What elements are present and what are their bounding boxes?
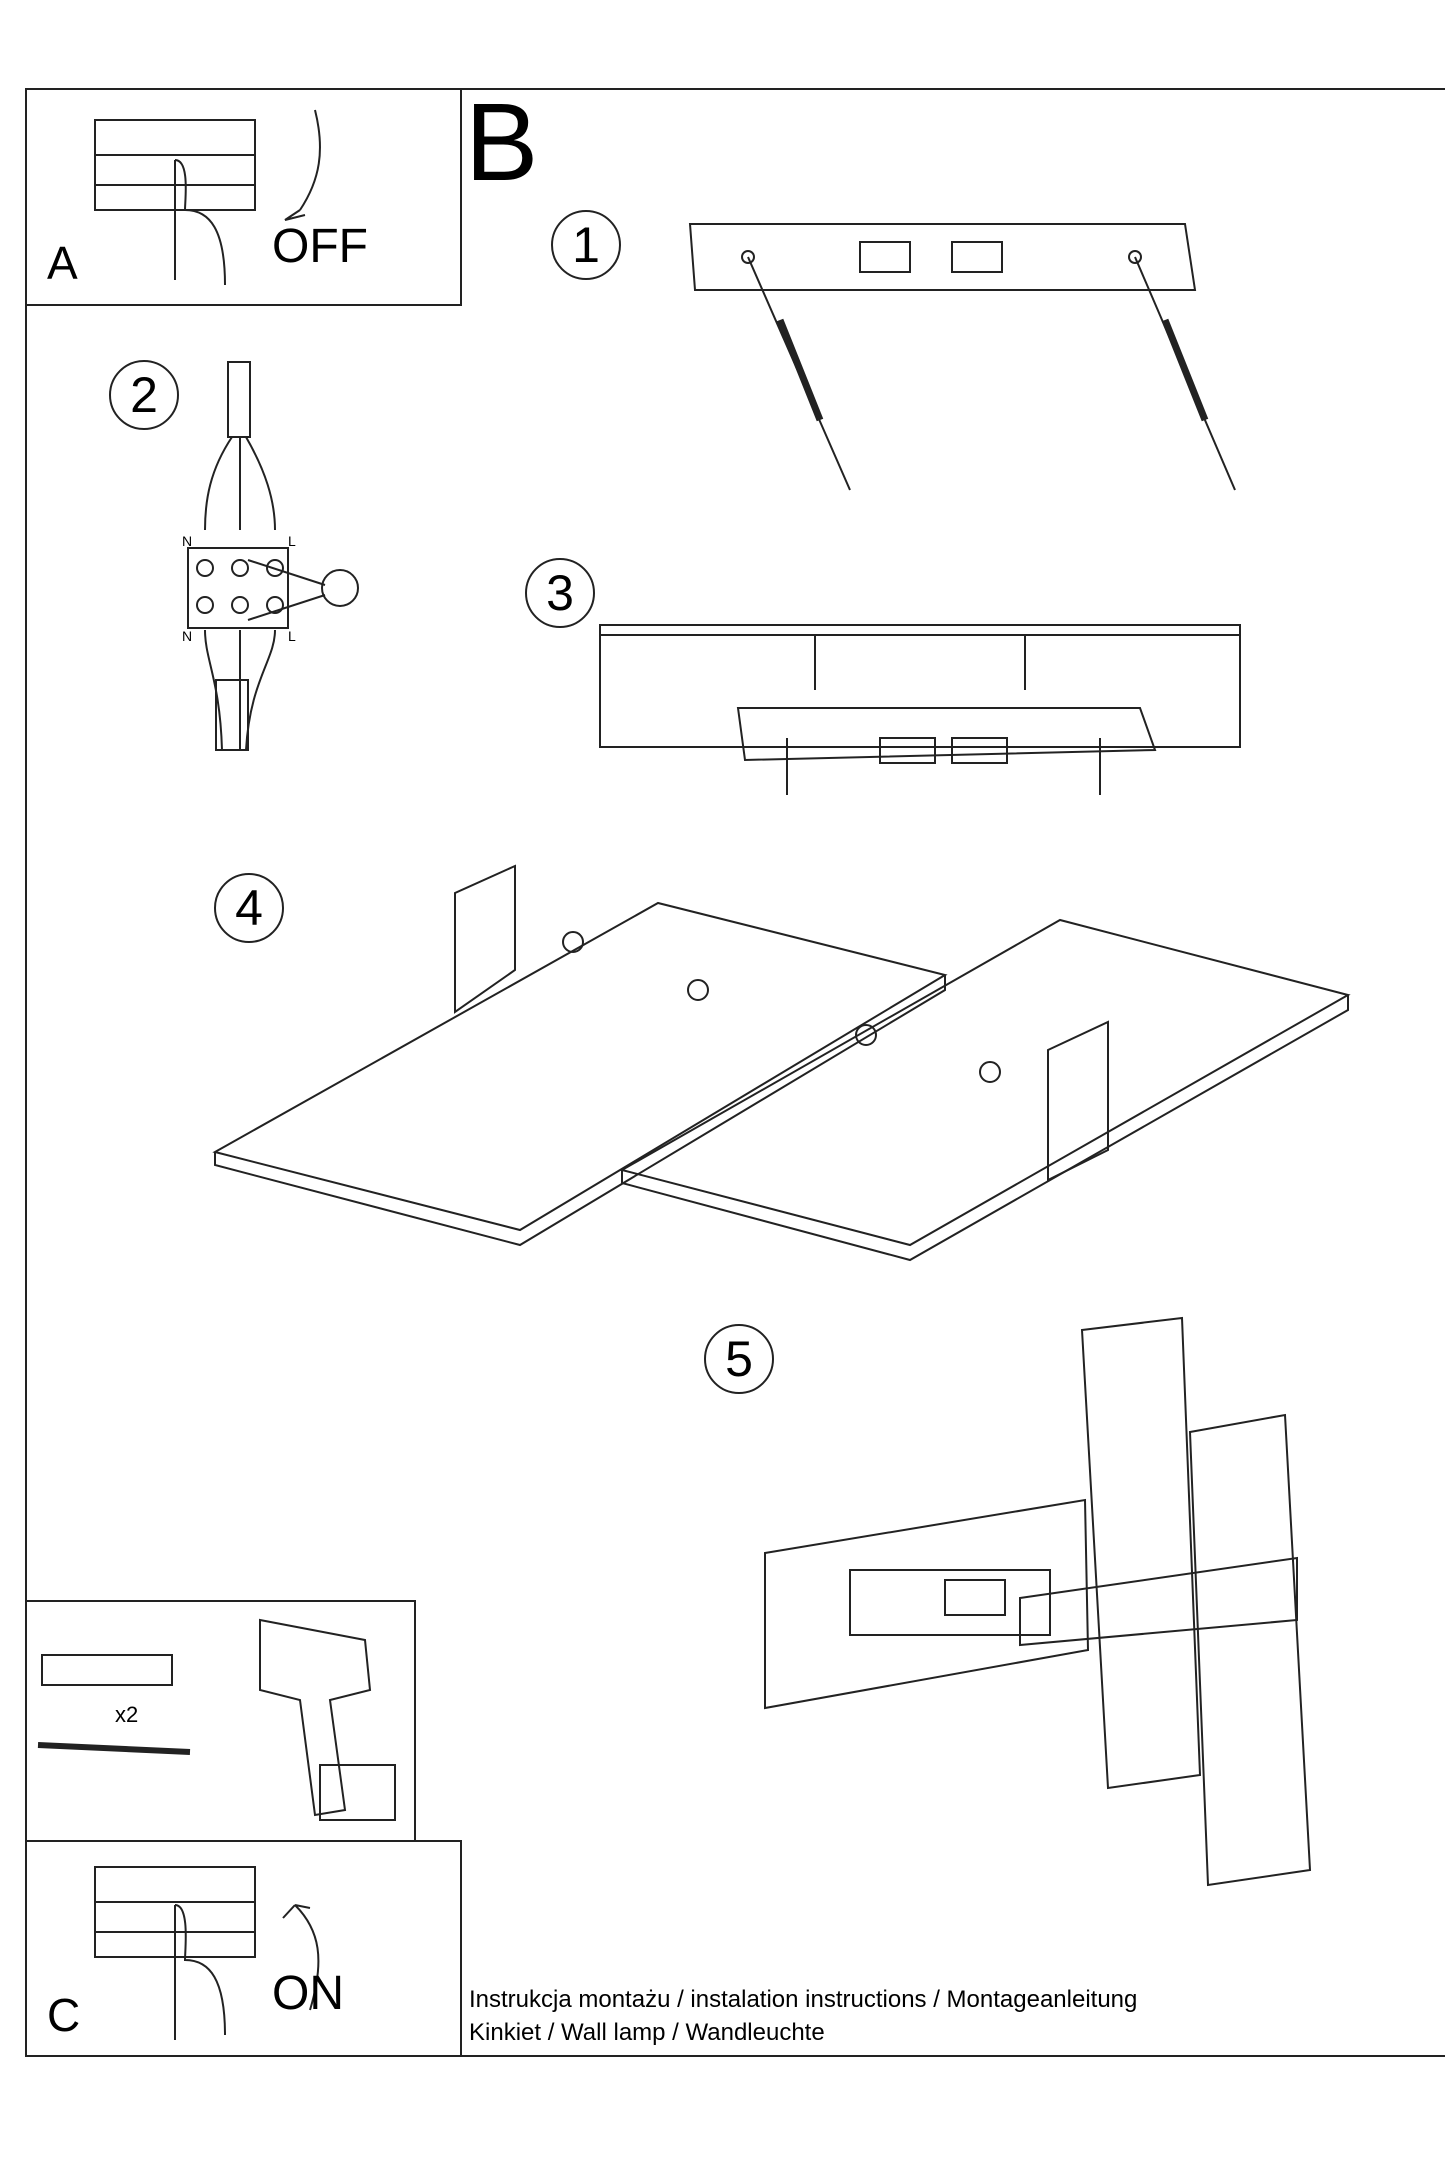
page-frame	[25, 88, 1445, 2057]
step-number-2: 2	[109, 360, 179, 430]
wiring-diagram-step2	[187, 361, 359, 751]
breaker-panel-c	[94, 1866, 320, 2040]
panels-step4	[212, 864, 1351, 1262]
step-a-panel: A OFF	[25, 88, 462, 306]
step-number-1: 1	[551, 210, 621, 280]
step-a-letter: A	[47, 237, 78, 289]
step-number-5: 5	[704, 1324, 774, 1394]
footer-product-type: Kinkiet / Wall lamp / Wandleuchte	[469, 2019, 825, 2046]
step-c-panel: C ON	[25, 1840, 462, 2057]
tools-panel: x2	[25, 1600, 416, 1842]
wire-n-bottom: N	[182, 628, 193, 644]
step-c-letter: C	[47, 1989, 81, 2041]
step-b-letter: B	[465, 81, 539, 204]
assembled-lamp-step5	[764, 1316, 1312, 1887]
tools-illustration	[37, 1618, 396, 1821]
wire-l-bottom: L	[288, 628, 296, 644]
wire-l-top: L	[288, 533, 296, 549]
step-number-3: 3	[525, 558, 595, 628]
step-number-4: 4	[214, 873, 284, 943]
wire-n-top: N	[182, 533, 193, 549]
wall-mount-step3	[599, 624, 1241, 795]
quantity-label: x2	[115, 1702, 139, 1727]
off-label: OFF	[272, 220, 368, 273]
mounting-plate-step1	[688, 223, 1236, 491]
footer-instructions-title: Instrukcja montażu / instalation instruc…	[469, 1986, 1138, 2013]
on-label: ON	[272, 1967, 344, 2020]
